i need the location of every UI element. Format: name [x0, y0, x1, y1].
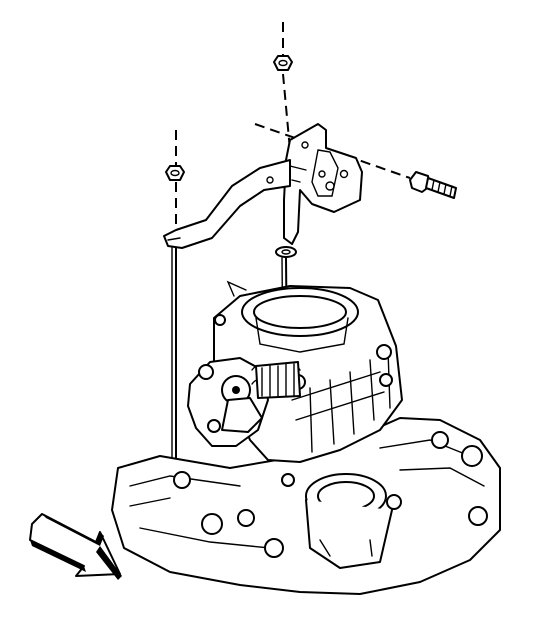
thermostat-housing	[305, 473, 402, 569]
upper-nut	[273, 55, 293, 71]
throttle-body	[187, 280, 403, 463]
mounting-bracket	[283, 123, 363, 245]
side-bolt	[409, 171, 457, 199]
orientation-arrow	[29, 513, 122, 580]
left-nut	[165, 165, 185, 181]
washer	[275, 246, 297, 258]
bracket-arm	[163, 159, 291, 249]
long-stud-left	[171, 247, 177, 461]
